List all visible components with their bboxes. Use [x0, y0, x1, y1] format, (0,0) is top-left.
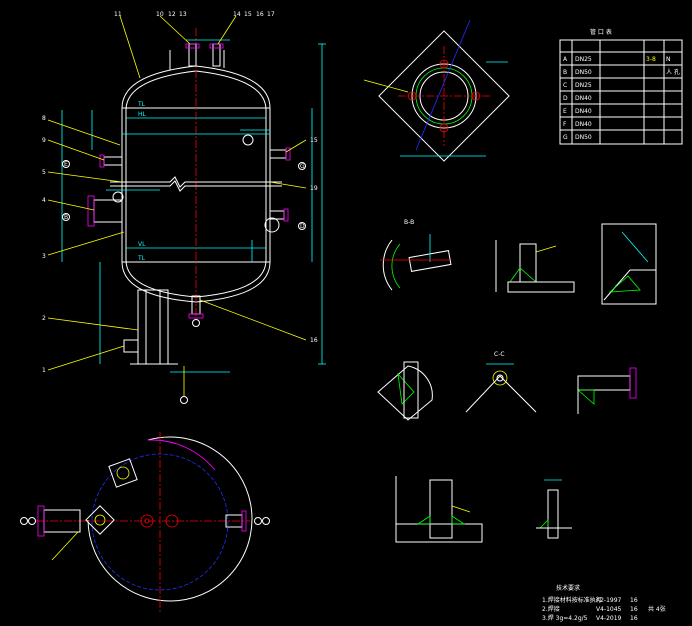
detail-bottom-nozzle [395, 476, 483, 543]
table-cell-size: DN25 [575, 56, 592, 63]
part-label: 15 [310, 137, 318, 144]
note-line: 2.焊接 [542, 605, 560, 613]
nozzle-mark: B [64, 214, 68, 221]
level-label: VL [138, 241, 146, 248]
nozzle-mark: E [64, 161, 68, 168]
table-cell-size: DN40 [575, 108, 592, 115]
table-cell-size: DN50 [575, 69, 592, 76]
level-label: TL [137, 255, 146, 262]
note-tail: 共 4张 [648, 605, 666, 613]
part-label: 1 [42, 367, 46, 374]
table-cell-c2: N [666, 56, 671, 63]
flange-view [363, 19, 510, 162]
part-label: 9 [42, 137, 46, 144]
table-cell-size: DN50 [575, 134, 592, 141]
table-cell-mark: B [563, 69, 567, 76]
part-label: 14 [233, 11, 241, 18]
note-extra: 16 [630, 597, 638, 604]
part-label: 17 [267, 11, 275, 18]
table-cell-c2: 人 孔 [666, 68, 680, 76]
part-label: 5 [42, 169, 46, 176]
part-label: 16 [256, 11, 264, 18]
part-label: 2 [42, 315, 46, 322]
plan-view [20, 432, 270, 612]
table-cell-mark: D [563, 95, 568, 102]
detail-c-c [465, 363, 537, 413]
part-label: 12 [168, 11, 176, 18]
nozzle-mark: G [300, 163, 305, 170]
vessel-shell-inner [125, 70, 267, 298]
part-label: 10 [156, 11, 164, 18]
weld-detail-2 [601, 223, 657, 305]
part-label: 8 [42, 115, 46, 122]
note-line: 1.焊接材料按标准执行 [542, 596, 602, 604]
vessel-labels: 11 10 12 13 14 15 16 17 8 9 5 4 3 2 1 15… [42, 11, 318, 374]
table-cell-size: DN25 [575, 82, 592, 89]
table-cell-size: DN40 [575, 121, 592, 128]
weld-detail-1 [495, 240, 575, 293]
part-label: 11 [114, 11, 122, 18]
part-label: 3 [42, 253, 46, 260]
notes-title: 技术要求 [556, 584, 580, 592]
table-title: 管 口 表 [590, 28, 612, 36]
note-code: A2-1997 [596, 597, 622, 604]
nozzle-mark: D [300, 223, 305, 230]
detail-clip [377, 361, 433, 421]
section-label: C-C [494, 351, 505, 358]
level-label: TL [137, 101, 146, 108]
part-label: 19 [310, 185, 318, 192]
part-label: 13 [179, 11, 187, 18]
note-code: V4-2019 [596, 615, 622, 622]
table-cell-mark: F [563, 121, 567, 128]
part-label: 15 [244, 11, 252, 18]
table-cell-mark: C [563, 82, 567, 89]
table-cell-mark: E [563, 108, 567, 115]
note-line: 3.焊 3g=4.2g/5 [542, 614, 588, 622]
part-label: 4 [42, 197, 46, 204]
table-cell-mark: G [563, 134, 568, 141]
section-label: B-B [404, 219, 414, 226]
note-extra: 16 [630, 615, 638, 622]
note-code: V4-1045 [596, 606, 622, 613]
table-cell-size: DN40 [575, 95, 592, 102]
detail-small-vertical [536, 479, 572, 539]
table-cell-mark: A [563, 56, 568, 63]
note-extra: 16 [630, 606, 638, 613]
detail-b-b [380, 234, 452, 291]
vessel-elevation [47, 15, 326, 404]
table-cell-c1: 3-8 [646, 56, 656, 63]
detail-flange-side [576, 367, 637, 414]
level-label: HL [138, 111, 147, 118]
part-label: 16 [310, 337, 318, 344]
